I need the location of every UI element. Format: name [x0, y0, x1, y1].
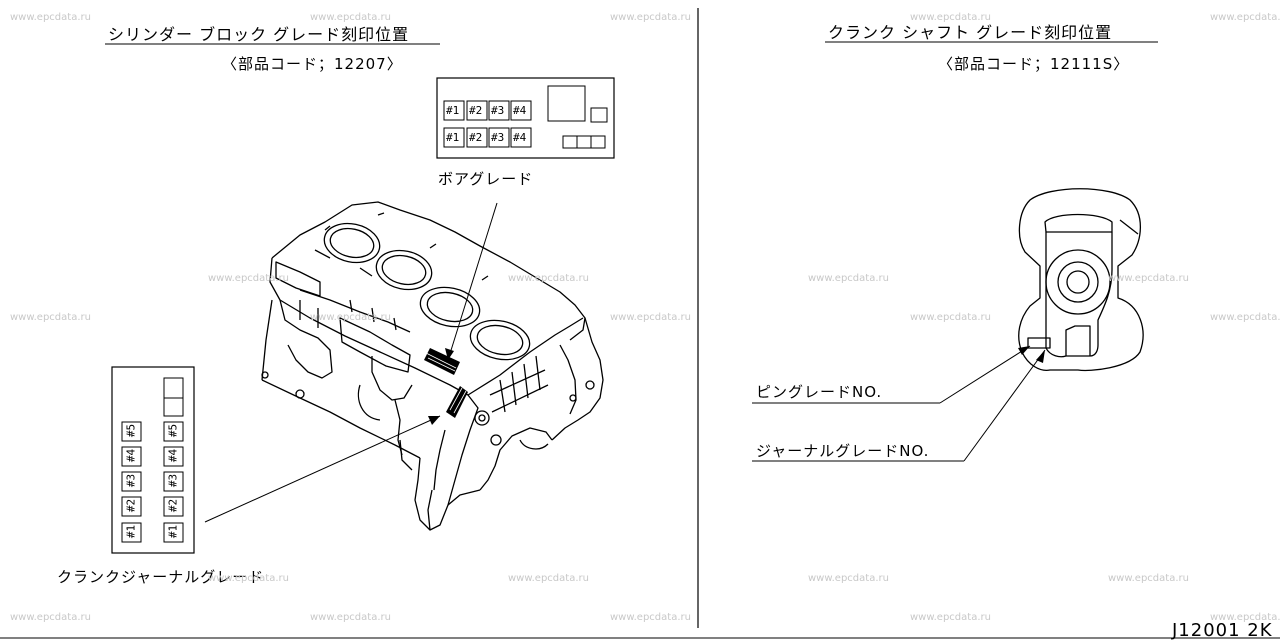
bore-cell-label: #3 [491, 131, 505, 144]
pin-grade-leader [939, 345, 1031, 404]
watermark: www.epcdata.ru [208, 273, 289, 284]
journal-cell-label: #2 [124, 498, 138, 513]
watermark: www.epcdata.ru [1210, 312, 1280, 323]
watermark: www.epcdata.ru [910, 12, 991, 23]
bore-grade-label: ボアグレード [438, 170, 534, 188]
watermark: www.epcdata.ru [610, 312, 691, 323]
journal-cell-label: #1 [166, 524, 180, 539]
bore-cell-label: #1 [446, 104, 460, 117]
watermark: www.epcdata.ru [10, 312, 91, 323]
bore-cell-label: #4 [513, 131, 527, 144]
journal-grade-leader [963, 349, 1046, 462]
watermark: www.epcdata.ru [310, 12, 391, 23]
journal-cell-label: #5 [124, 423, 138, 438]
watermark: www.epcdata.ru [1108, 273, 1189, 284]
watermark: www.epcdata.ru [10, 12, 91, 23]
journal-cell-label: #3 [124, 473, 138, 488]
left-title: シリンダー ブロック グレード刻印位置 [108, 25, 410, 44]
watermark: www.epcdata.ru [10, 612, 91, 623]
right-part-code: 〈部品コード；12111S〉 [938, 55, 1130, 73]
crank-journal-grade-label: クランクジャーナルグレード [57, 568, 265, 586]
crank-journal-leader [204, 415, 441, 523]
watermark: www.epcdata.ru [910, 312, 991, 323]
watermark: www.epcdata.ru [1210, 12, 1280, 23]
journal-cell-label: #5 [166, 423, 180, 438]
bore-grade-stamp-box [436, 77, 615, 159]
pin-grade-arrowhead [1018, 346, 1030, 355]
journal-cell-label: #4 [124, 448, 138, 463]
journal-cell-label: #4 [166, 448, 180, 463]
crank-journal-stamp-mark [446, 386, 468, 418]
cylinder-block-drawing [261, 201, 604, 531]
right-title: クランク シャフト グレード刻印位置 [828, 23, 1113, 42]
watermark: www.epcdata.ru [310, 612, 391, 623]
watermark: www.epcdata.ru [610, 12, 691, 23]
bore-cell-label: #4 [513, 104, 527, 117]
watermark: www.epcdata.ru [808, 273, 889, 284]
crank-journal-arrowhead [428, 416, 440, 425]
pin-grade-label: ピングレードNO. [756, 383, 883, 401]
watermark: www.epcdata.ru [1210, 612, 1280, 623]
watermark: www.epcdata.ru [208, 573, 289, 584]
figure-id: J12001 2K [1172, 620, 1273, 641]
watermark: www.epcdata.ru [310, 312, 391, 323]
watermark: www.epcdata.ru [910, 612, 991, 623]
watermark: www.epcdata.ru [610, 612, 691, 623]
bore-grade-stamp-mark [424, 348, 460, 375]
left-part-code: 〈部品コード；12207〉 [222, 55, 403, 73]
bore-grade-leader [447, 202, 498, 361]
bore-cell-label: #3 [491, 104, 505, 117]
journal-grade-arrowhead [1036, 350, 1045, 363]
bore-cell-label: #2 [469, 131, 483, 144]
journal-cell-label: #1 [124, 524, 138, 539]
crankshaft-end-view [1018, 188, 1144, 372]
journal-cell-label: #2 [166, 498, 180, 513]
bore-grade-arrowhead [445, 348, 454, 360]
watermark: www.epcdata.ru [808, 573, 889, 584]
bore-cell-label: #2 [469, 104, 483, 117]
bore-cell-label: #1 [446, 131, 460, 144]
watermark: www.epcdata.ru [508, 273, 589, 284]
watermark: www.epcdata.ru [1108, 573, 1189, 584]
journal-grade-label: ジャーナルグレードNO. [756, 442, 930, 460]
watermark: www.epcdata.ru [508, 573, 589, 584]
crank-journal-stamp-box [111, 366, 195, 554]
journal-cell-label: #3 [166, 473, 180, 488]
